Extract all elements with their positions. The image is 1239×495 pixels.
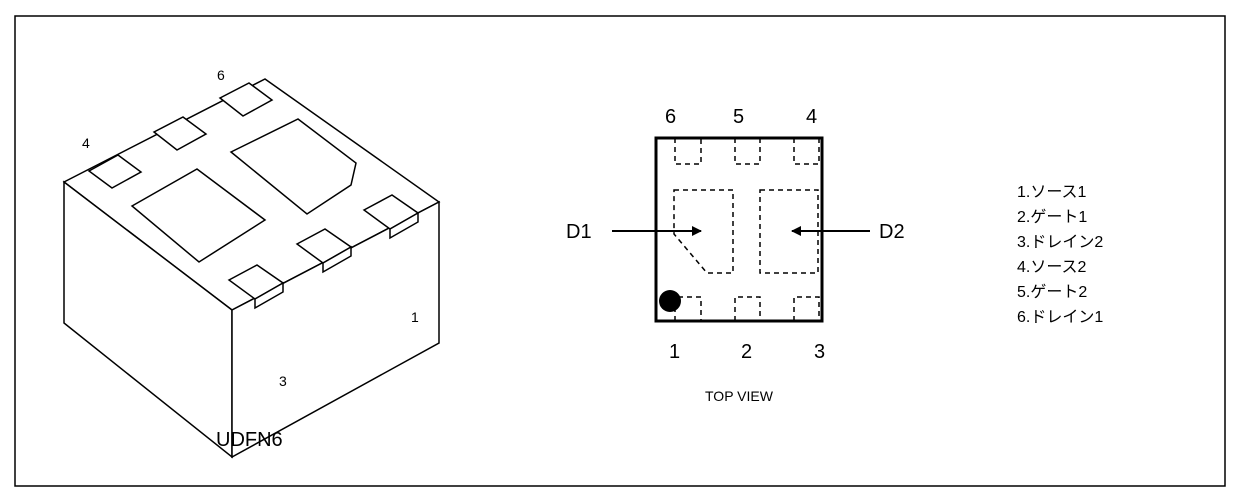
iso-pin-label-3: 3 <box>279 373 287 389</box>
pin-front-1-tab <box>389 211 419 240</box>
top-view-pin-5: 5 <box>733 106 744 128</box>
pin-front-2-tab <box>322 245 352 274</box>
package-name: UDFN6 <box>216 429 283 451</box>
top-view-pad-2 <box>734 296 761 321</box>
top-view-pad-4 <box>793 138 820 165</box>
package-right-face <box>231 200 440 459</box>
top-view-pad-3 <box>793 296 820 321</box>
d2-label: D2 <box>879 221 905 243</box>
top-view-pin-6: 6 <box>665 106 676 128</box>
pin-list-item-5: 5.ゲート2 <box>1017 283 1087 301</box>
top-view-drain-pad-1 <box>673 189 734 274</box>
top-view-pad-6 <box>674 138 702 165</box>
pin-list-item-4: 4.ソース2 <box>1017 259 1087 276</box>
drawing-border <box>14 15 1226 487</box>
pad-large-1 <box>130 168 267 263</box>
pin-1-marker <box>659 290 681 312</box>
top-view-pin-1: 1 <box>669 341 680 363</box>
d1-label: D1 <box>566 221 592 243</box>
pin-back-6 <box>218 82 274 117</box>
pin-list-item-3: 3.ドレイン2 <box>1017 234 1103 251</box>
package-isometric <box>62 78 441 459</box>
pin-list-item-2: 2.ゲート1 <box>1017 208 1087 226</box>
pin-list-item-1: 1.ソース1 <box>1017 184 1087 201</box>
top-view <box>612 136 870 323</box>
top-view-caption: TOP VIEW <box>705 388 774 404</box>
pin-function-list: 1.ソース1 2.ゲート1 3.ドレイン2 4.ソース2 5.ゲート2 6.ドレ… <box>1017 184 1103 326</box>
top-view-pin-2: 2 <box>741 341 752 363</box>
pin-back-5 <box>152 116 208 151</box>
pin-back-4 <box>87 154 143 189</box>
top-view-body <box>654 136 824 323</box>
iso-pin-label-4: 4 <box>82 135 90 151</box>
iso-pin-label-6: 6 <box>217 67 225 83</box>
pin-list-item-6: 6.ドレイン1 <box>1017 309 1103 326</box>
iso-pin-label-1: 1 <box>411 309 419 325</box>
pin-front-3-tab <box>254 281 284 310</box>
top-view-pin-4: 4 <box>806 106 817 128</box>
pad-large-2 <box>229 118 357 215</box>
top-view-pin-3: 3 <box>814 341 825 363</box>
top-view-pad-5 <box>734 138 761 165</box>
